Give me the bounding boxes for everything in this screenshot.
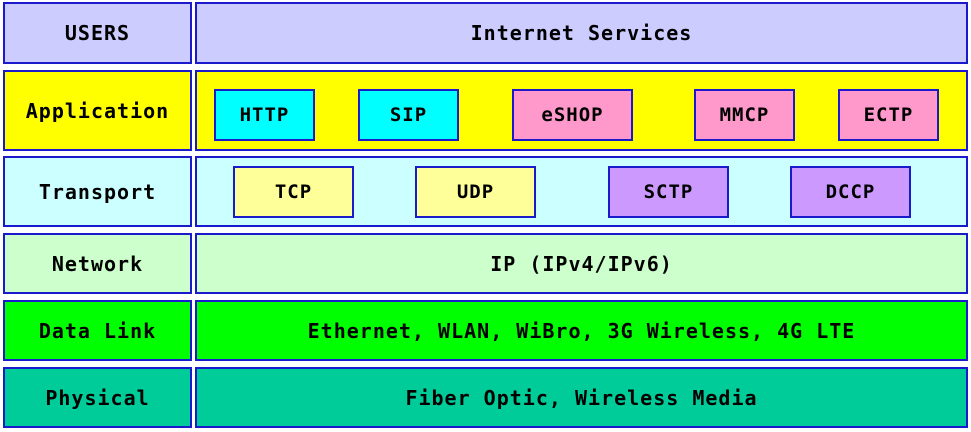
physical-layer-label: Physical bbox=[3, 367, 192, 428]
network-protocol-box: IP (IPv4/IPv6) bbox=[195, 233, 968, 294]
protocol-box-eshop: eSHOP bbox=[512, 89, 633, 141]
transport-layer-label: Transport bbox=[3, 156, 192, 227]
users-layer-label: USERS bbox=[3, 2, 192, 64]
internet-services-box: Internet Services bbox=[195, 2, 968, 64]
datalink-technologies-box: Ethernet, WLAN, WiBro, 3G Wireless, 4G L… bbox=[195, 300, 968, 361]
protocol-box-tcp: TCP bbox=[233, 166, 354, 218]
protocol-box-udp: UDP bbox=[415, 166, 536, 218]
protocol-box-sip: SIP bbox=[358, 89, 459, 141]
datalink-layer-label: Data Link bbox=[3, 300, 192, 361]
protocol-box-sctp: SCTP bbox=[608, 166, 729, 218]
application-layer-label: Application bbox=[3, 70, 192, 151]
network-layer-label: Network bbox=[3, 233, 192, 294]
protocol-box-mmcp: MMCP bbox=[694, 89, 795, 141]
protocol-box-http: HTTP bbox=[214, 89, 315, 141]
protocol-box-dccp: DCCP bbox=[790, 166, 911, 218]
protocol-box-ectp: ECTP bbox=[838, 89, 939, 141]
physical-media-box: Fiber Optic, Wireless Media bbox=[195, 367, 968, 428]
